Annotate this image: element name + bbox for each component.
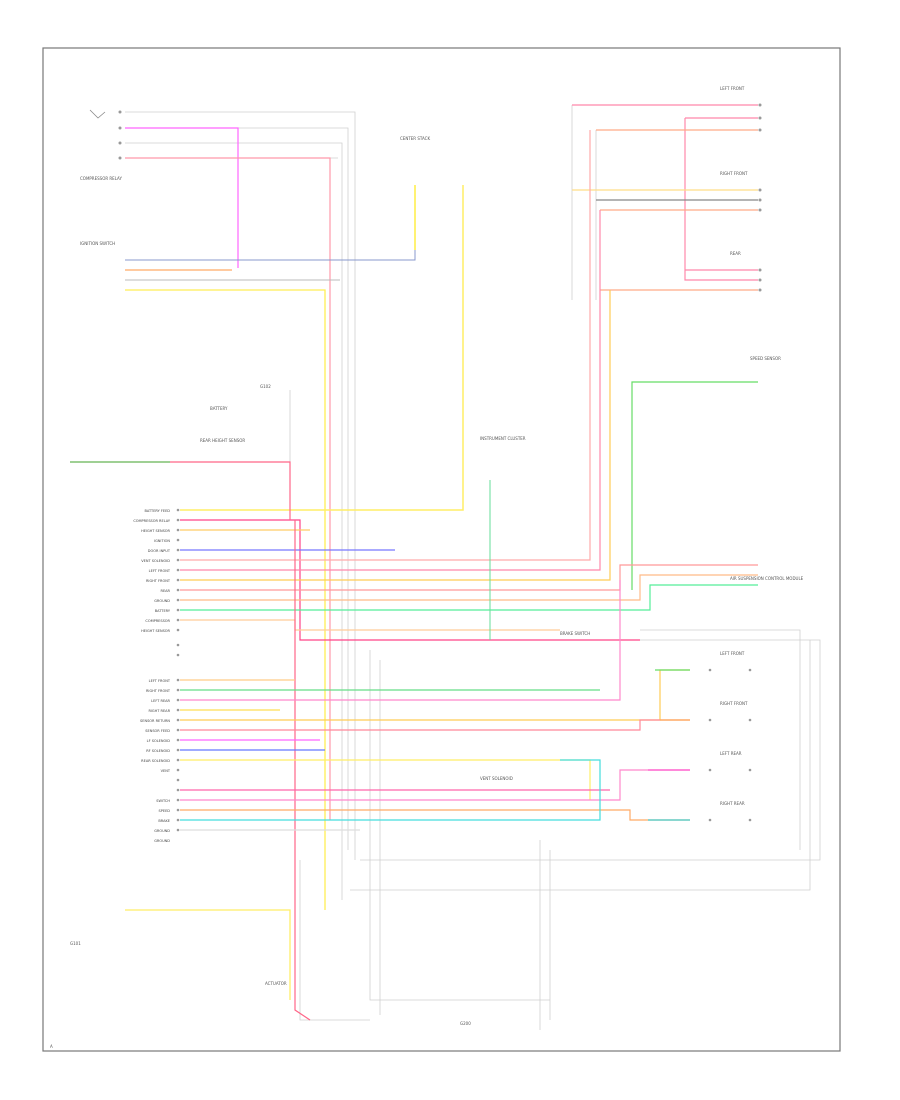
label-main-module: AIR SUSPENSION CONTROL MODULE bbox=[730, 576, 804, 581]
wire-red-bottom bbox=[294, 520, 311, 1021]
pin-label: DOOR INPUT bbox=[148, 549, 171, 553]
label-rear-solenoid: REAR bbox=[730, 251, 741, 256]
label-lr-sensor: LEFT REAR bbox=[720, 751, 742, 756]
pin-label: SENSOR FEED bbox=[145, 729, 170, 733]
pin-labels-lower: LEFT FRONT RIGHT FRONT LEFT REAR RIGHT R… bbox=[140, 679, 171, 843]
pin-label: LEFT FRONT bbox=[149, 679, 171, 683]
label-right-ground: G200 bbox=[460, 1021, 471, 1026]
pin-label: HEIGHT SENSOR bbox=[141, 629, 170, 633]
label-vent-solenoid: VENT SOLENOID bbox=[480, 776, 513, 781]
pin-label: REAR SOLENOID bbox=[141, 759, 170, 763]
label-speed-sensor: SPEED SENSOR bbox=[750, 356, 781, 361]
wire-blue-feed bbox=[125, 185, 416, 261]
label-footer-mark: A bbox=[50, 1044, 53, 1049]
diagram-frame bbox=[42, 47, 841, 1052]
pin-label: COMPRESSOR RELAY bbox=[133, 519, 171, 523]
pin-label: RIGHT FRONT bbox=[146, 689, 171, 693]
wire-yellow-fuse-b bbox=[180, 185, 464, 511]
wire-yellow-bottom bbox=[125, 909, 291, 1000]
pin-label: RIGHT REAR bbox=[148, 709, 170, 713]
pin-label: GROUND bbox=[154, 829, 170, 833]
label-center-stack: CENTER STACK bbox=[400, 136, 430, 141]
label-ground-strap: G102 bbox=[260, 384, 271, 389]
pin-label: SPEED bbox=[159, 809, 171, 813]
label-left-ground: G101 bbox=[70, 941, 81, 946]
label-rear-height-sensor: REAR HEIGHT SENSOR bbox=[200, 438, 245, 443]
pin-label: COMPRESSOR bbox=[145, 619, 170, 623]
pin-labels-upper: BATTERY FEED COMPRESSOR RELAY HEIGHT SEN… bbox=[133, 509, 171, 633]
connector-pins-lower bbox=[176, 678, 180, 832]
wire-pink-top-2 bbox=[125, 157, 331, 820]
pin-label: BATTERY FEED bbox=[144, 509, 170, 513]
label-battery: BATTERY bbox=[210, 406, 228, 411]
label-ignition-switch: IGNITION SWITCH bbox=[80, 241, 115, 246]
wire-pink-top bbox=[125, 127, 239, 268]
label-brake-switch: BRAKE SWITCH bbox=[560, 631, 590, 636]
pin-label: LEFT FRONT bbox=[149, 569, 171, 573]
pin-label: RF SOLENOID bbox=[146, 749, 170, 753]
pin-label: BATTERY bbox=[155, 609, 171, 613]
label-rr-sensor: RIGHT REAR bbox=[720, 801, 745, 806]
top-left-connector bbox=[89, 109, 122, 160]
pin-label: REAR bbox=[161, 589, 171, 593]
pin-label: IGNITION bbox=[154, 539, 170, 543]
pin-label: VENT bbox=[161, 769, 171, 773]
harness-grey-wires bbox=[125, 105, 821, 1030]
right-top-wires bbox=[572, 104, 758, 291]
pin-label: RIGHT FRONT bbox=[146, 579, 171, 583]
right-sensor-connectors bbox=[708, 668, 752, 822]
label-compressor-relay: COMPRESSOR RELAY bbox=[80, 176, 122, 181]
wire-yellow-feed bbox=[125, 289, 326, 910]
pin-label: SENSOR RETURN bbox=[140, 719, 170, 723]
pin-label: SWITCH bbox=[156, 799, 170, 803]
label-rf-solenoid: RIGHT FRONT bbox=[720, 171, 748, 176]
pin-label: LEFT REAR bbox=[151, 699, 170, 703]
label-rf-sensor: RIGHT FRONT bbox=[720, 701, 748, 706]
label-actuator-left: ACTUATOR bbox=[265, 981, 287, 986]
pin-label: HEIGHT SENSOR bbox=[141, 529, 170, 533]
right-top-connectors bbox=[758, 103, 762, 292]
pin-label: GROUND bbox=[154, 839, 170, 843]
pin-label: LF SOLENOID bbox=[147, 739, 171, 743]
connector-pins-upper bbox=[176, 508, 180, 657]
pin-label: VENT SOLENOID bbox=[141, 559, 170, 563]
pin-label: GROUND bbox=[154, 599, 170, 603]
label-lf-solenoid: LEFT FRONT bbox=[720, 86, 745, 91]
label-lf-sensor: LEFT FRONT bbox=[720, 651, 745, 656]
lower-block-wires bbox=[180, 580, 690, 831]
wire-green-speed bbox=[631, 381, 758, 590]
pin-label: BRAKE bbox=[158, 819, 170, 823]
label-instrument-cluster: INSTRUMENT CLUSTER bbox=[480, 436, 526, 441]
upper-block-wires bbox=[70, 130, 758, 641]
